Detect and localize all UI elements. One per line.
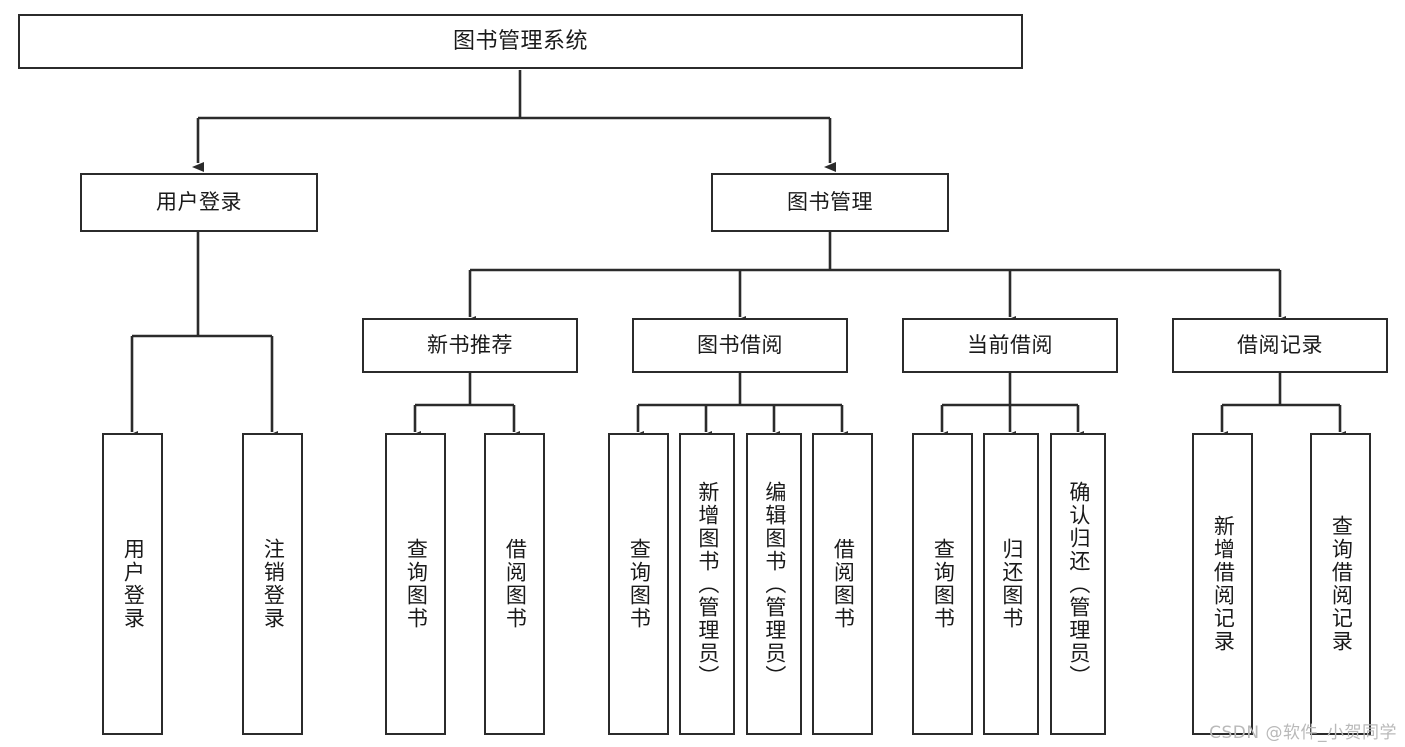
- node-leaf-logout[interactable]: 注销登录: [242, 433, 303, 735]
- node-leaf-add-record-label: 新增借阅记录: [1211, 515, 1236, 653]
- node-book-manage-label: 图书管理: [787, 190, 873, 215]
- node-root-label: 图书管理系统: [452, 28, 588, 54]
- node-leaf-query-book-1[interactable]: 查询图书: [385, 433, 446, 735]
- node-user-login-label: 用户登录: [156, 190, 242, 215]
- node-leaf-borrow-book-2[interactable]: 借阅图书: [812, 433, 873, 735]
- node-leaf-add-book[interactable]: 新增图书（管理员）: [679, 433, 735, 735]
- node-leaf-borrow-book-1-label: 借阅图书: [503, 538, 528, 630]
- node-leaf-add-record[interactable]: 新增借阅记录: [1192, 433, 1253, 735]
- node-leaf-confirm-return[interactable]: 确认归还（管理员）: [1050, 433, 1106, 735]
- node-current-borrow[interactable]: 当前借阅: [902, 318, 1118, 373]
- node-leaf-query-book-2[interactable]: 查询图书: [608, 433, 669, 735]
- csdn-watermark: CSDN @软件_小贺同学: [1209, 723, 1397, 743]
- node-leaf-query-record[interactable]: 查询借阅记录: [1310, 433, 1371, 735]
- node-leaf-user-login-label: 用户登录: [121, 538, 146, 630]
- node-leaf-add-book-label: 新增图书（管理员）: [695, 480, 720, 688]
- node-book-borrow[interactable]: 图书借阅: [632, 318, 848, 373]
- node-leaf-query-book-3[interactable]: 查询图书: [912, 433, 973, 735]
- node-new-book-recommend[interactable]: 新书推荐: [362, 318, 578, 373]
- node-user-login[interactable]: 用户登录: [80, 173, 318, 232]
- node-leaf-query-record-label: 查询借阅记录: [1329, 515, 1354, 653]
- node-current-borrow-label: 当前借阅: [967, 333, 1053, 358]
- node-leaf-query-book-3-label: 查询图书: [931, 538, 956, 630]
- node-new-book-recommend-label: 新书推荐: [427, 333, 513, 358]
- node-leaf-query-book-2-label: 查询图书: [627, 538, 652, 630]
- node-leaf-return-book-label: 归还图书: [999, 538, 1024, 630]
- node-book-borrow-label: 图书借阅: [697, 333, 783, 358]
- node-leaf-query-book-1-label: 查询图书: [404, 538, 429, 630]
- node-root[interactable]: 图书管理系统: [18, 14, 1023, 69]
- node-leaf-edit-book-label: 编辑图书（管理员）: [762, 480, 787, 688]
- node-leaf-borrow-book-1[interactable]: 借阅图书: [484, 433, 545, 735]
- node-leaf-user-login[interactable]: 用户登录: [102, 433, 163, 735]
- node-leaf-confirm-return-label: 确认归还（管理员）: [1066, 480, 1091, 688]
- node-leaf-borrow-book-2-label: 借阅图书: [831, 538, 856, 630]
- node-book-manage[interactable]: 图书管理: [711, 173, 949, 232]
- node-borrow-record-label: 借阅记录: [1237, 333, 1323, 358]
- node-leaf-logout-label: 注销登录: [261, 538, 286, 630]
- node-borrow-record[interactable]: 借阅记录: [1172, 318, 1388, 373]
- node-leaf-edit-book[interactable]: 编辑图书（管理员）: [746, 433, 802, 735]
- node-leaf-return-book[interactable]: 归还图书: [983, 433, 1039, 735]
